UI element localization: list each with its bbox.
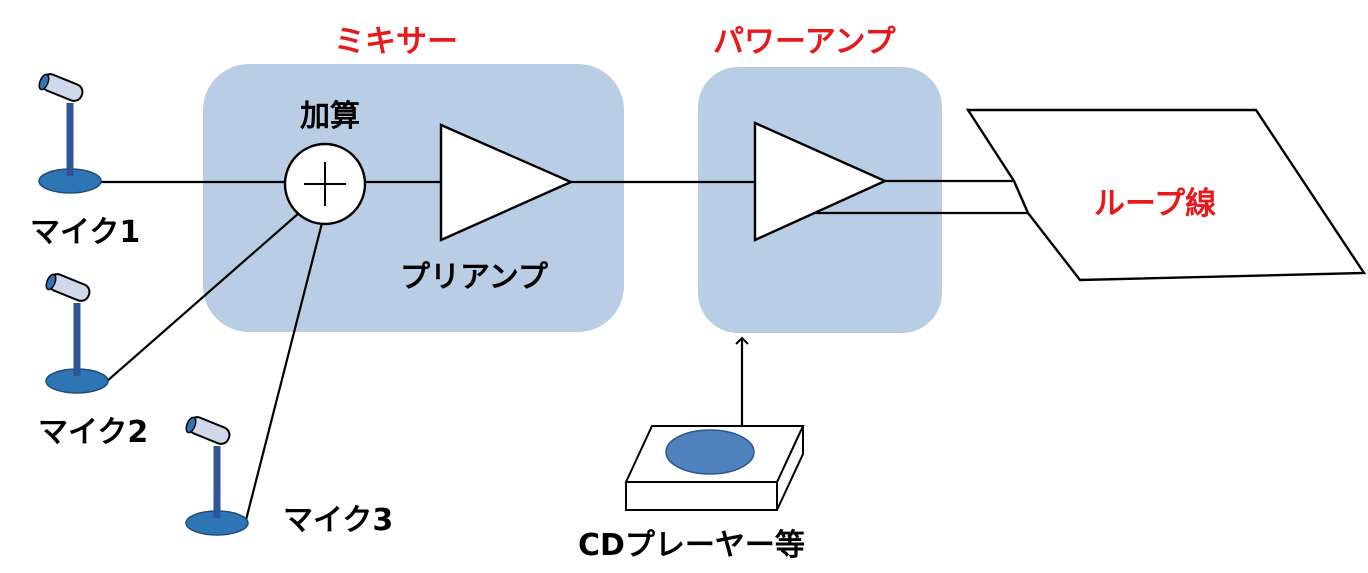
wire-mic3-sum <box>244 222 324 521</box>
mixer-title: ミキサー <box>334 24 458 60</box>
wire-mic2-sum <box>105 212 300 383</box>
power-amp-triangle <box>753 121 888 242</box>
sum-label: 加算 <box>300 99 360 134</box>
microphone-3-label: マイク3 <box>283 503 393 538</box>
sum-junction <box>283 142 367 226</box>
microphone-3-icon <box>185 416 249 536</box>
cd-disc-icon <box>665 429 755 475</box>
microphone-2-icon <box>45 273 109 394</box>
microphone-1-icon <box>38 73 102 194</box>
loop-label: ループ線 <box>1094 186 1216 222</box>
cd-player-icon <box>624 425 805 511</box>
microphone-2-label: マイク2 <box>38 415 148 450</box>
power-amp-title: パワーアンプ <box>713 24 897 60</box>
loop-wire-shape <box>965 108 1367 282</box>
cd-player-label: CDプレーヤー等 <box>578 528 805 563</box>
mixer-block <box>203 64 624 332</box>
microphone-1-label: マイク1 <box>30 215 140 250</box>
preamp-label: プリアンプ <box>400 260 549 295</box>
preamp-triangle <box>439 123 574 242</box>
